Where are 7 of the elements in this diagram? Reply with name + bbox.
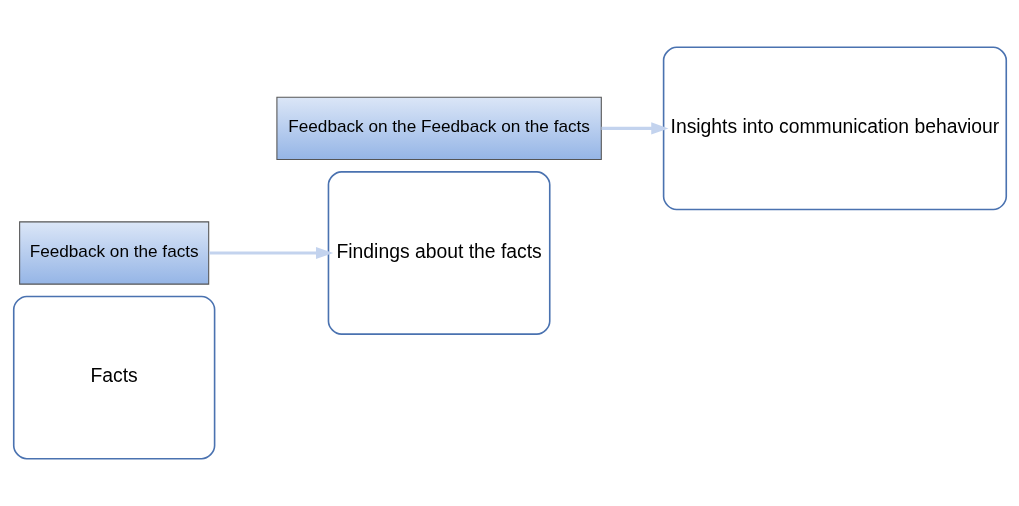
arrow (208, 246, 333, 260)
node-box: Feedback on the facts (18, 221, 209, 285)
node-box: Insights into communication behaviour (662, 46, 1007, 211)
arrow (600, 122, 668, 135)
node-box: Findings about the facts (327, 171, 551, 335)
node-box: Feedback on the Feedback on the facts (275, 96, 602, 161)
node-box: Facts (12, 295, 215, 460)
